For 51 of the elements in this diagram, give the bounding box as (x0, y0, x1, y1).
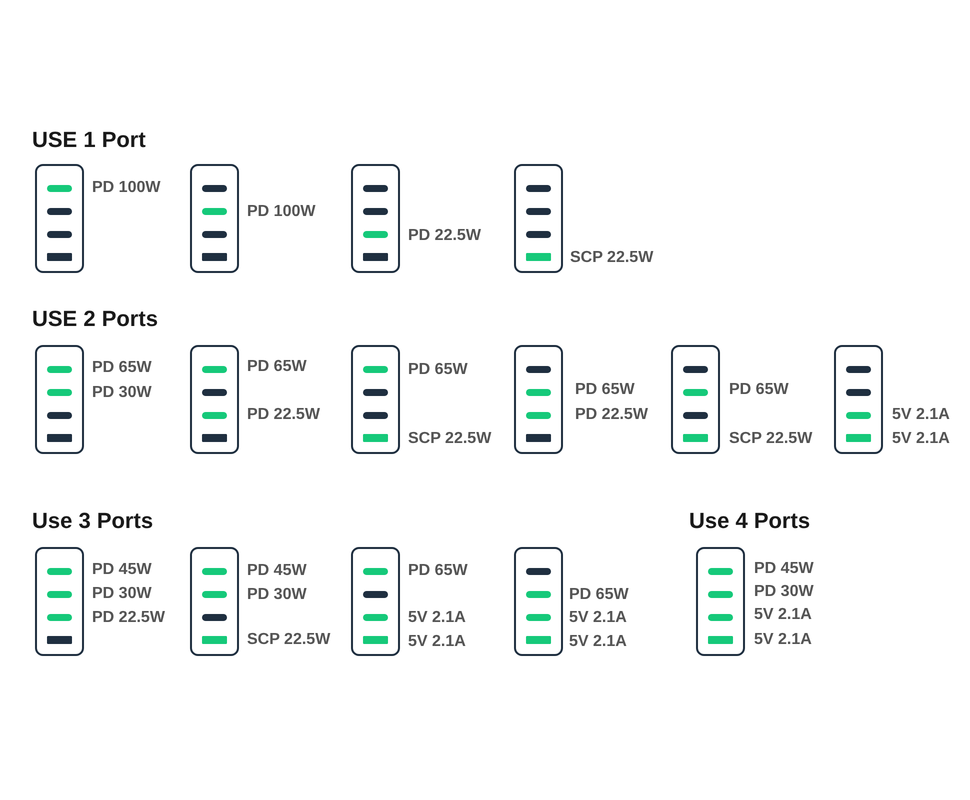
charger-body (35, 345, 84, 454)
power-rating-label: PD 65W (408, 360, 468, 380)
power-rating-label: PD 100W (247, 202, 316, 222)
power-rating-label: 5V 2.1A (569, 632, 627, 652)
power-rating-label: PD 30W (92, 584, 152, 604)
charger-body (190, 164, 239, 273)
charger-body (190, 547, 239, 656)
power-rating-label: PD 22.5W (408, 226, 481, 246)
section-heading: Use 4 Ports (689, 508, 810, 534)
power-rating-label: PD 65W (92, 358, 152, 378)
power-rating-label: SCP 22.5W (247, 630, 330, 650)
power-rating-label: SCP 22.5W (408, 429, 492, 449)
power-rating-label: PD 30W (754, 582, 814, 602)
power-rating-label: 5V 2.1A (754, 630, 812, 650)
charger-body (351, 547, 400, 656)
power-rating-label: PD 30W (247, 585, 307, 605)
section-heading: Use 3 Ports (32, 508, 154, 534)
power-rating-label: 5V 2.1A (408, 632, 466, 652)
power-rating-label: PD 30W (92, 383, 152, 403)
charger-body (351, 345, 400, 454)
power-rating-label: PD 65W (408, 561, 468, 581)
power-rating-label: 5V 2.1A (754, 605, 812, 625)
power-rating-label: PD 65W (247, 357, 307, 377)
charger-body (696, 547, 745, 656)
charger-body (834, 345, 883, 454)
charger-body (35, 547, 84, 656)
power-rating-label: PD 22.5W (92, 608, 165, 628)
power-rating-label: 5V 2.1A (408, 608, 466, 628)
power-rating-label: PD 100W (92, 178, 160, 198)
power-rating-label: PD 65W (729, 380, 789, 400)
power-rating-label: SCP 22.5W (570, 248, 654, 268)
power-rating-label: PD 65W (575, 380, 635, 400)
charger-body (35, 164, 84, 273)
power-rating-label: 5V 2.1A (569, 608, 627, 628)
charger-body (514, 547, 563, 656)
power-rating-label: PD 45W (754, 559, 814, 579)
power-rating-label: PD 45W (247, 561, 307, 581)
charger-body (190, 345, 239, 454)
power-rating-label: 5V 2.1A (892, 405, 950, 425)
section-heading: USE 2 Ports (32, 306, 158, 332)
section-heading: USE 1 Port (32, 127, 146, 153)
power-rating-label: 5V 2.1A (892, 429, 950, 449)
charger-body (351, 164, 400, 273)
power-rating-label: PD 22.5W (247, 405, 320, 425)
power-rating-label: PD 45W (92, 560, 152, 580)
charger-body (514, 345, 563, 454)
charger-body (671, 345, 720, 454)
power-rating-label: PD 65W (569, 585, 629, 605)
power-rating-label: SCP 22.5W (729, 429, 812, 449)
charger-body (514, 164, 563, 273)
power-rating-label: PD 22.5W (575, 405, 648, 425)
